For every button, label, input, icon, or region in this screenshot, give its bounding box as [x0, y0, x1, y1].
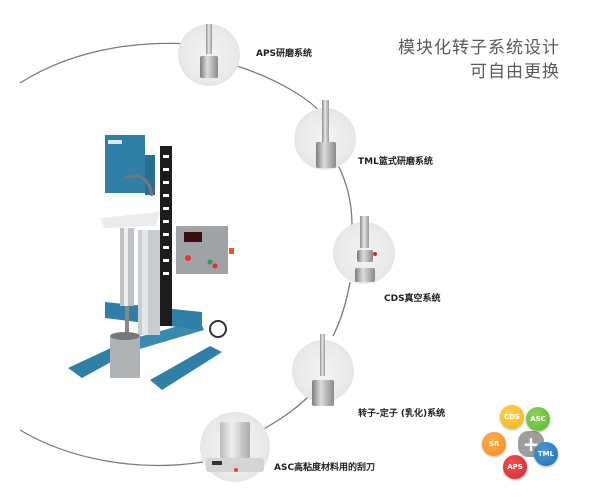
module-cds-image — [333, 216, 395, 284]
module-aps-label: APS研磨系统 — [256, 49, 313, 59]
badge-tml: TML — [534, 442, 558, 466]
badge-aps: APS — [503, 455, 527, 479]
module-asc-label: ASC高粘度材料用的刮刀 — [274, 463, 376, 473]
badge-cds: CDS — [500, 405, 524, 429]
headline-line-2: 可自由更换 — [470, 62, 560, 82]
module-cds-label: CDS真空系统 — [384, 294, 441, 304]
module-asc-image — [200, 412, 270, 482]
badge-sr: SR — [482, 432, 506, 456]
module-aps-image — [178, 24, 240, 86]
module-rotor-stator-label: 转子-定子 (乳化)系统 — [358, 409, 446, 419]
headline-line-1: 模块化转子系统设计 — [398, 38, 560, 58]
module-tml-label: TML篮式研磨系统 — [358, 157, 433, 167]
badge-asc: ASC — [526, 407, 550, 431]
module-rotor-stator-image — [292, 334, 354, 406]
module-tml-image — [294, 100, 356, 170]
headline: 模块化转子系统设计 可自由更换 — [398, 36, 560, 84]
